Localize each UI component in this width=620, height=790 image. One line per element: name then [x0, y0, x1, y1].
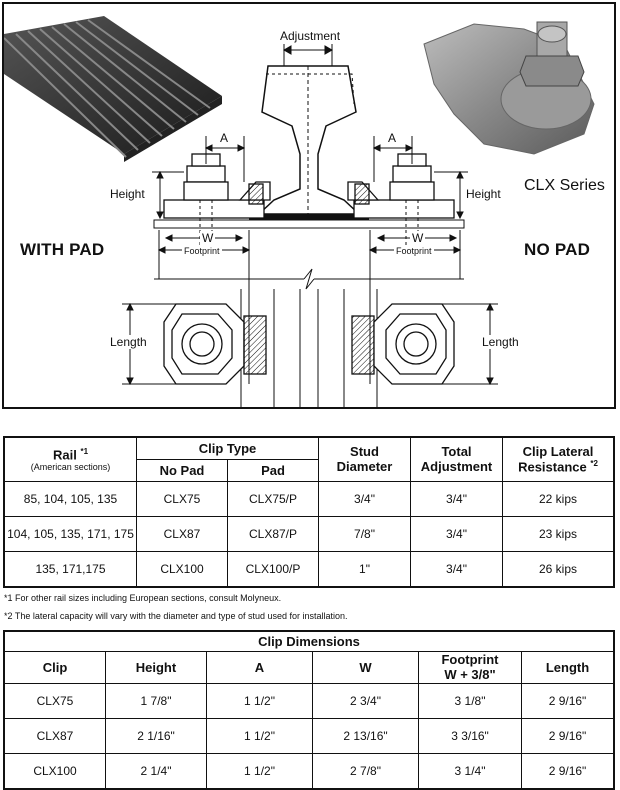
table-cell: CLX100: [136, 550, 228, 587]
w-label-left: W: [200, 231, 216, 245]
a-dimension-label-right: A: [388, 131, 397, 145]
table-cell: 23 kips: [502, 515, 615, 552]
rail-subheader: (American sections): [30, 461, 111, 472]
rubber-pad-photo: [4, 16, 222, 162]
table-cell: 1 1/2": [206, 752, 313, 789]
technical-drawing: Adjustment A A Height Height W W Footpri…: [2, 2, 616, 409]
table-cell: 2 1/16": [105, 717, 207, 754]
table-cell: 3/4": [410, 480, 503, 517]
clip-dimensions-title: Clip Dimensions: [3, 630, 615, 652]
table-cell: 1 1/2": [206, 717, 313, 754]
no-pad-header: No Pad: [136, 458, 228, 482]
a-dimension-label-left: A: [220, 131, 229, 145]
rail-section: [257, 65, 361, 215]
right-clip: [347, 153, 455, 219]
adjustment-label: Adjustment: [280, 29, 341, 43]
table-cell: 3 3/16": [418, 717, 522, 754]
table-cell: CLX100: [3, 752, 106, 789]
table-cell: 3 1/4": [418, 752, 522, 789]
table-cell: CLX75: [3, 682, 106, 719]
table-cell: 3 1/8": [418, 682, 522, 719]
table-cell: 2 1/4": [105, 752, 207, 789]
table-cell: 1": [318, 550, 411, 587]
clx-series-label: CLX Series: [524, 177, 605, 194]
height-label-left: Height: [110, 187, 145, 201]
table-cell: CLX87: [3, 717, 106, 754]
length-label-left: Length: [110, 335, 147, 349]
table-cell: 3/4": [410, 515, 503, 552]
table-header-cell: A: [206, 650, 313, 684]
clip-type-table: Rail *1 (American sections) Clip Type St…: [3, 436, 615, 588]
clx-clip-photo: [423, 21, 595, 155]
table-cell: 2 7/8": [312, 752, 419, 789]
table-header-cell: Length: [521, 650, 615, 684]
table-cell: 3/4": [410, 550, 503, 587]
table-cell: 1 7/8": [105, 682, 207, 719]
table-cell: CLX75: [136, 480, 228, 517]
footprint-label-right: Footprint: [394, 246, 434, 256]
table-header-cell: Clip: [3, 650, 106, 684]
footprint-label-left: Footprint: [182, 246, 222, 256]
table-header-cell: W: [312, 650, 419, 684]
plan-view-clips: [163, 303, 455, 385]
left-clip: [163, 153, 271, 219]
table-cell: CLX75/P: [227, 480, 319, 517]
table-cell: 2 9/16": [521, 682, 615, 719]
rail-clip-diagram: [4, 16, 595, 407]
table-cell: CLX87/P: [227, 515, 319, 552]
table-header-cell: Height: [105, 650, 207, 684]
footnote-2: *2 The lateral capacity will vary with t…: [4, 611, 348, 621]
rail-header: Rail *1 (American sections): [3, 436, 137, 482]
pad-header: Pad: [227, 458, 319, 482]
table-cell: 2 9/16": [521, 752, 615, 789]
table-cell: CLX100/P: [227, 550, 319, 587]
footnote-1: *1 For other rail sizes including Europe…: [4, 593, 282, 603]
with-pad-label: WITH PAD: [20, 240, 105, 259]
table-cell: 26 kips: [502, 550, 615, 587]
table-cell: 3/4": [318, 480, 411, 517]
height-label-right: Height: [466, 187, 501, 201]
table-cell: 135, 171,175: [3, 550, 137, 587]
no-pad-label: NO PAD: [524, 240, 591, 259]
table-cell: 1 1/2": [206, 682, 313, 719]
table-cell: 22 kips: [502, 480, 615, 517]
clip-type-header: Clip Type: [136, 436, 319, 460]
table-cell: 2 3/4": [312, 682, 419, 719]
table-cell: CLX87: [136, 515, 228, 552]
w-label-right: W: [410, 231, 426, 245]
table-cell: 2 13/16": [312, 717, 419, 754]
table-cell: 85, 104, 105, 135: [3, 480, 137, 517]
table-cell: 2 9/16": [521, 717, 615, 754]
table-cell: 104, 105, 135, 171, 175: [3, 515, 137, 552]
length-label-right: Length: [482, 335, 519, 349]
table-cell: 7/8": [318, 515, 411, 552]
clip-dimensions-table: Clip Dimensions Clip Height A W Footprin…: [3, 630, 615, 790]
